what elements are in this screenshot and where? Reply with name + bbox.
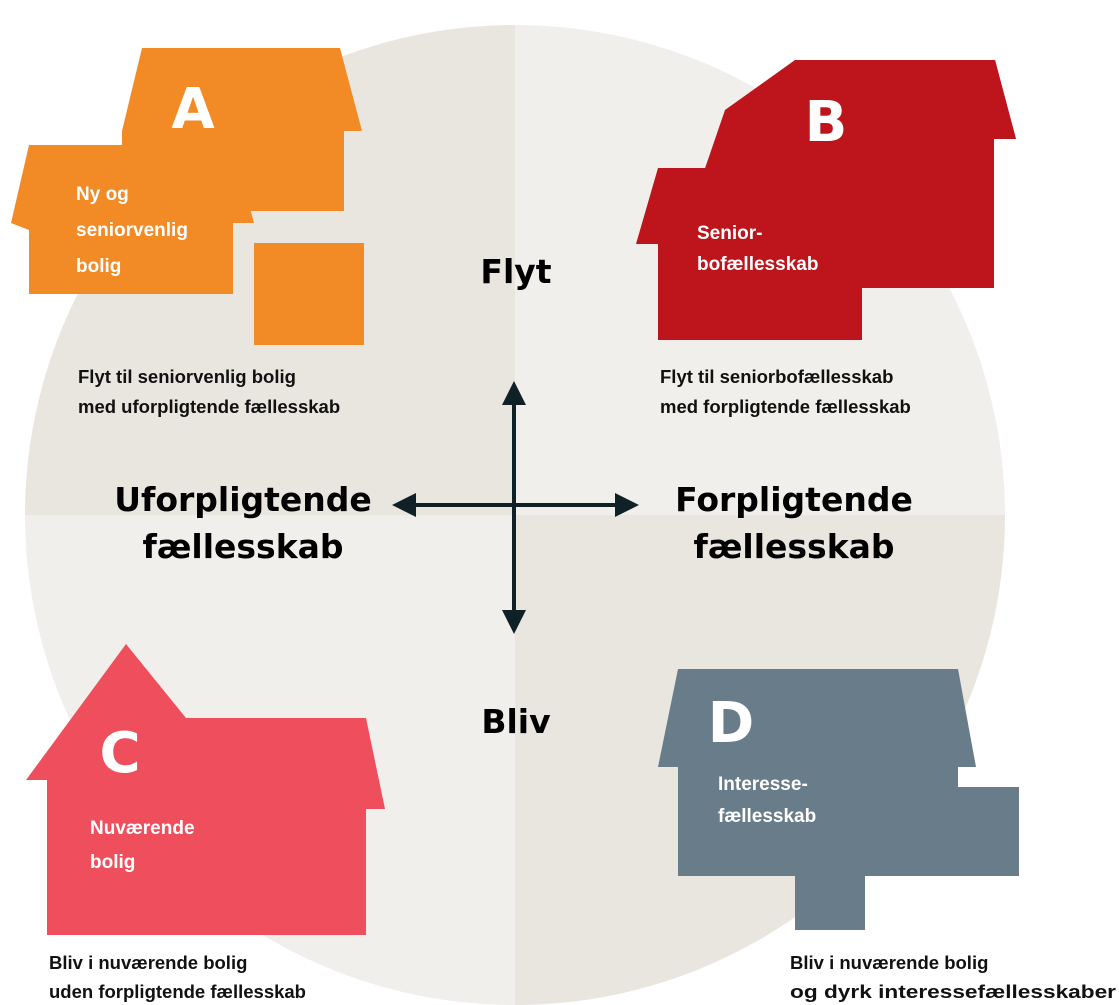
house-a-line-2: seniorvenlig: [76, 220, 188, 241]
house-a: [11, 48, 364, 345]
axis-label-left-2: fællesskab: [142, 527, 343, 566]
caption-c-line-1: Bliv i nuværende bolig: [49, 952, 247, 973]
house-c-letter: C: [99, 721, 140, 786]
axis-label-right-1: Forpligtende: [675, 480, 913, 519]
house-d-roof: [658, 669, 1019, 930]
house-c: [26, 644, 385, 935]
axis-label-bottom: Bliv: [481, 702, 551, 741]
house-a-line-1: Ny og: [76, 184, 129, 205]
house-b-body-front: [658, 240, 862, 340]
caption-a-line-2: med uforpligtende fællesskab: [78, 396, 340, 417]
caption-b-line-1: Flyt til seniorbofællesskab: [660, 366, 893, 387]
caption-a-line-1: Flyt til seniorvenlig bolig: [78, 366, 296, 387]
house-b: [636, 60, 1016, 340]
house-d-letter: D: [708, 691, 754, 756]
caption-b-line-2: med forpligtende fællesskab: [660, 396, 911, 417]
house-b-letter: B: [805, 90, 848, 155]
house-a-body-front: [29, 210, 233, 294]
house-c-line-1: Nuværende: [90, 818, 195, 839]
axis-label-right-2: fællesskab: [693, 527, 894, 566]
house-a-roof-back: [122, 48, 362, 145]
axis-label-top: Flyt: [480, 252, 551, 291]
house-c-line-2: bolig: [90, 852, 135, 873]
house-d-line-2: fællesskab: [718, 806, 816, 827]
caption-d-line-2: og dyrk interessefællesskaber: [790, 981, 1116, 1002]
axis-arrows: [392, 381, 639, 634]
house-d-line-1: Interesse-: [718, 774, 808, 795]
house-b-line-2: bofællesskab: [697, 254, 818, 275]
house-c-roof: [26, 644, 385, 935]
house-b-body-right: [862, 139, 994, 288]
house-a-roof-front: [11, 145, 254, 230]
house-a-annex: [254, 243, 364, 345]
caption-d-line-1: Bliv i nuværende bolig: [790, 952, 988, 973]
house-a-line-3: bolig: [76, 256, 121, 277]
house-b-line-1: Senior-: [697, 223, 762, 244]
house-a-letter: A: [171, 77, 215, 142]
caption-c-line-2: uden forpligtende fællesskab: [49, 981, 306, 1002]
house-d: [658, 669, 1019, 930]
axis-label-left-1: Uforpligtende: [114, 480, 372, 519]
